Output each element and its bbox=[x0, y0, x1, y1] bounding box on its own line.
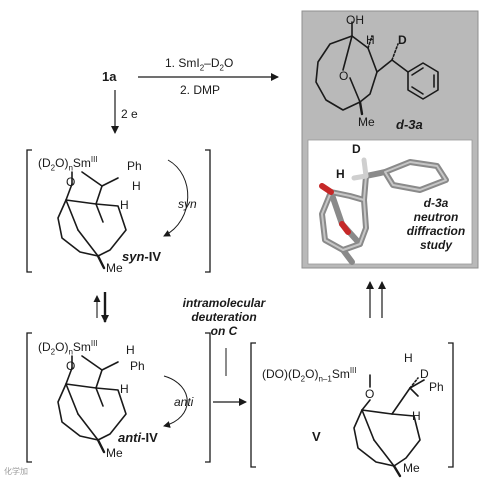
syn-h1-label: H bbox=[132, 179, 141, 193]
v-samarium-complex: (DO)(D2O)n–1SmIII bbox=[262, 366, 357, 384]
neutron-diffraction-caption: d-3a neutron diffraction study bbox=[406, 196, 466, 252]
crystal-deuterium-label: D bbox=[352, 142, 361, 156]
anti-bracket-left bbox=[26, 332, 32, 463]
electron-count-label: 2 e bbox=[121, 107, 138, 121]
anti-rotation-arrow bbox=[163, 375, 188, 428]
v-structure bbox=[353, 374, 425, 478]
syn-rotation-arrow bbox=[163, 159, 189, 237]
product-deuterium-label: D bbox=[398, 33, 407, 47]
v-bracket-right bbox=[448, 342, 454, 468]
v-hydrogen-label: H bbox=[412, 409, 421, 423]
syn-structure bbox=[57, 171, 127, 270]
syn-phenyl-label: Ph bbox=[127, 159, 142, 173]
product-structure bbox=[315, 21, 439, 116]
product-hydrogen-label: H bbox=[366, 33, 375, 47]
crystal-hydrogen-label: H bbox=[336, 167, 345, 181]
syn-bracket-left bbox=[26, 149, 32, 273]
syn-oxygen-label: O bbox=[66, 175, 76, 189]
intermediate-v-label: V bbox=[312, 429, 321, 444]
anti-oxygen-label: O bbox=[66, 359, 76, 373]
v-bracket-left bbox=[250, 342, 256, 468]
compound-1a-label: 1a bbox=[102, 69, 117, 84]
anti-samarium-complex: (D2O)nSmIII bbox=[38, 339, 98, 357]
syn-IV-label: syn-IV bbox=[122, 249, 162, 264]
step-2-condition: 2. DMP bbox=[180, 83, 221, 97]
anti-rotation-label: anti bbox=[174, 395, 194, 409]
anti-h2-label: H bbox=[126, 343, 135, 357]
anti-phenyl-label: Ph bbox=[130, 359, 145, 373]
product-methyl-label: Me bbox=[358, 115, 375, 129]
v-deuterium-label: D bbox=[420, 367, 429, 381]
intramolecular-deuteration-note: intramolecular deuteration on C bbox=[182, 296, 266, 338]
watermark: 化学加 bbox=[4, 467, 28, 476]
product-oxygen-label: O bbox=[339, 69, 349, 83]
v-methyl-label: Me bbox=[403, 461, 420, 475]
syn-samarium-complex: (D2O)nSmIII bbox=[38, 155, 98, 173]
anti-h1-label: H bbox=[120, 382, 129, 396]
syn-bracket-right bbox=[205, 149, 211, 273]
v-hydrogen-top-label: H bbox=[404, 351, 413, 365]
syn-h2-label: H bbox=[120, 198, 129, 212]
v-oxygen-label: O bbox=[365, 387, 375, 401]
syn-methyl-label: Me bbox=[106, 261, 123, 275]
product-hydroxyl-label: OH bbox=[346, 13, 364, 27]
anti-IV-label: anti-IV bbox=[118, 430, 158, 445]
product-d-3a-label: d-3a bbox=[396, 117, 423, 132]
anti-bracket-right bbox=[205, 332, 211, 463]
syn-rotation-label: syn bbox=[178, 197, 197, 211]
crystal-model bbox=[319, 157, 449, 265]
anti-structure bbox=[57, 355, 127, 454]
anti-methyl-label: Me bbox=[106, 446, 123, 460]
step-1-condition: 1. SmI2–D2O bbox=[165, 56, 234, 73]
v-phenyl-label: Ph bbox=[429, 380, 444, 394]
